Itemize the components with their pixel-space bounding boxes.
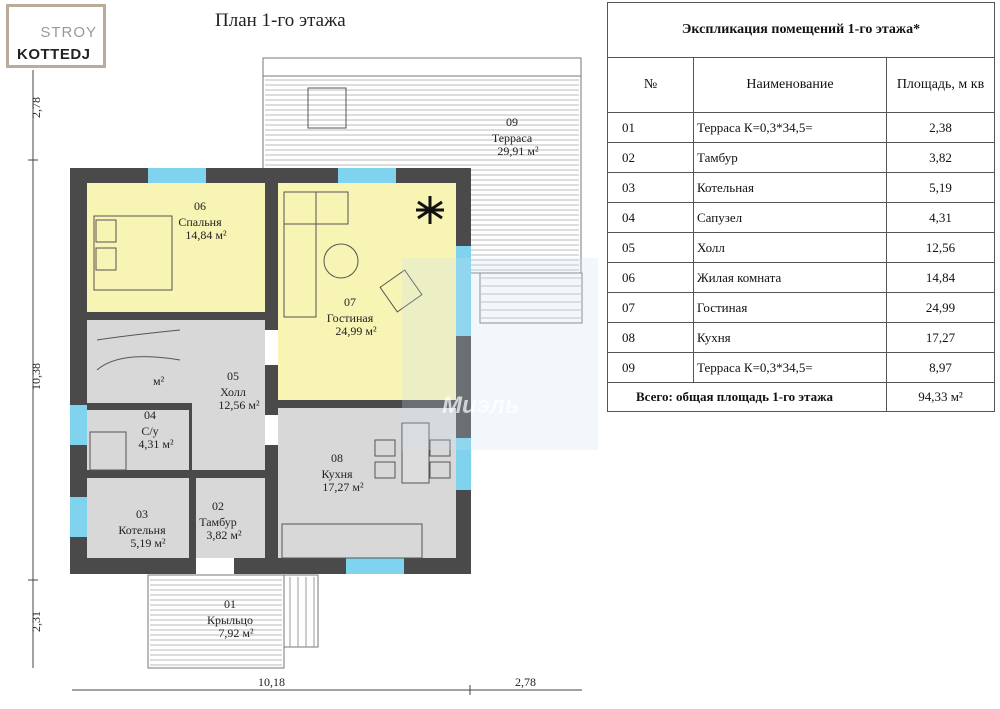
room-02-area: 3,82 м² <box>206 528 242 542</box>
row-num: 01 <box>607 112 694 143</box>
room-01-num: 01 <box>224 597 236 611</box>
room-08-name: Кухня <box>321 467 353 481</box>
row-area: 4,31 <box>886 202 995 233</box>
total-label: Всего: общая площадь 1-го этажа <box>607 382 887 412</box>
logo-line2: KOTTEDJ <box>17 46 91 63</box>
room-09-area: 29,91 м² <box>497 144 539 158</box>
room-08-num: 08 <box>331 451 343 465</box>
stairs-label: м² <box>153 374 165 388</box>
row-name: Котельная <box>693 172 887 203</box>
row-area: 8,97 <box>886 352 995 383</box>
dim-left-mid: 10,38 <box>29 363 43 390</box>
row-num: 02 <box>607 142 694 173</box>
header-num: № <box>607 57 694 113</box>
dimension-lines <box>28 70 582 695</box>
room-09-num: 09 <box>506 115 518 129</box>
room-06-name: Спальня <box>178 215 222 229</box>
room-01-area: 7,92 м² <box>218 626 254 640</box>
header-area: Площадь, м кв <box>886 57 995 113</box>
dim-bottom-right: 2,78 <box>515 675 536 689</box>
row-name: Гостиная <box>693 292 887 323</box>
dim-bottom-main: 10,18 <box>258 675 285 689</box>
total-value: 94,33 м² <box>886 382 995 412</box>
row-num: 06 <box>607 262 694 293</box>
furniture <box>89 87 451 559</box>
room-02-tambour <box>196 478 265 558</box>
plan-title: План 1-го этажа <box>215 10 346 31</box>
room-03-num: 03 <box>136 507 148 521</box>
dim-left-bottom: 2,31 <box>29 611 43 632</box>
row-name: Тамбур <box>693 142 887 173</box>
row-area: 17,27 <box>886 322 995 353</box>
room-05-num: 05 <box>227 369 239 383</box>
logo-line1: STROY <box>40 24 97 41</box>
room-03-boiler <box>87 478 189 558</box>
row-num: 07 <box>607 292 694 323</box>
room-02-name: Тамбур <box>199 515 237 529</box>
table-title: Экспликация помещений 1-го этажа* <box>607 2 995 58</box>
row-area: 5,19 <box>886 172 995 203</box>
room-05-name: Холл <box>220 385 246 399</box>
room-06-area: 14,84 м² <box>185 228 227 242</box>
row-name: Сапузел <box>693 202 887 233</box>
row-num: 03 <box>607 172 694 203</box>
row-name: Кухня <box>693 322 887 353</box>
row-num: 09 <box>607 352 694 383</box>
row-name: Холл <box>693 232 887 263</box>
watermark: Миэль <box>402 258 598 450</box>
room-04-name: С/у <box>141 424 158 438</box>
row-area: 12,56 <box>886 232 995 263</box>
room-04-area: 4,31 м² <box>138 437 174 451</box>
row-num: 05 <box>607 232 694 263</box>
room-04-bathroom <box>87 410 189 470</box>
windows <box>70 168 471 574</box>
room-06-num: 06 <box>194 199 206 213</box>
row-name: Терраса К=0,3*34,5= <box>693 352 887 383</box>
row-name: Жилая комната <box>693 262 887 293</box>
row-area: 24,99 <box>886 292 995 323</box>
porch <box>147 574 319 669</box>
room-03-area: 5,19 м² <box>130 536 166 550</box>
room-01-name: Крыльцо <box>207 613 253 627</box>
room-02-num: 02 <box>212 499 224 513</box>
room-09-name: Терраса <box>492 131 533 145</box>
room-07-area: 24,99 м² <box>335 324 377 338</box>
dim-left-top: 2,78 <box>29 97 43 118</box>
room-05-area: 12,56 м² <box>218 398 260 412</box>
logo: STROY KOTTEDJ <box>6 4 106 68</box>
row-area: 2,38 <box>886 112 995 143</box>
room-05-hall <box>87 320 265 403</box>
room-04-num: 04 <box>144 408 156 422</box>
room-03-name: Котельня <box>118 523 166 537</box>
room-07-num: 07 <box>344 295 356 309</box>
row-area: 3,82 <box>886 142 995 173</box>
watermark-text: Миэль <box>442 392 520 419</box>
row-num: 04 <box>607 202 694 233</box>
row-num: 08 <box>607 322 694 353</box>
room-07-living <box>278 183 456 400</box>
room-07-name: Гостиная <box>327 311 374 325</box>
row-area: 14,84 <box>886 262 995 293</box>
plant-icon <box>416 196 444 224</box>
header-name: Наименование <box>693 57 887 113</box>
room-08-area: 17,27 м² <box>322 480 364 494</box>
row-name: Терраса К=0,3*34,5= <box>693 112 887 143</box>
